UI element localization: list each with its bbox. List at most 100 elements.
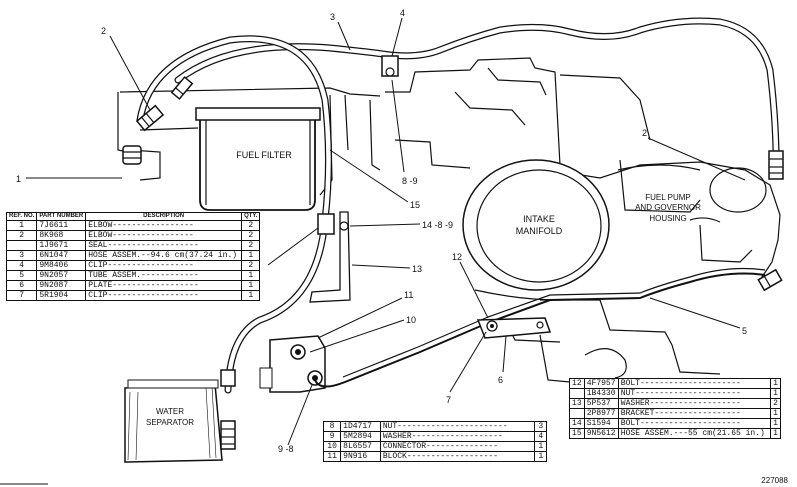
cell-part: 9N2087 xyxy=(36,280,87,291)
fuel-pump-label-line3: HOUSING xyxy=(649,214,686,223)
clips xyxy=(317,55,399,235)
callout-10: 10 xyxy=(406,315,416,325)
callout-1: 1 xyxy=(16,174,21,184)
cell-ref: 1 xyxy=(5,220,38,231)
fuel-block-assembly xyxy=(259,335,326,393)
cell-part: 8K968 xyxy=(36,230,87,241)
cell-ref: 12 xyxy=(569,378,585,389)
callout-8-9-top: 8 -9 xyxy=(402,176,418,186)
callout-3: 3 xyxy=(330,12,335,22)
cell-desc: CONNECTOR--------------- xyxy=(379,441,536,452)
cell-qty: 2 xyxy=(241,220,261,231)
cell-part: 1J9671 xyxy=(36,240,87,251)
cell-qty: 2 xyxy=(770,398,781,409)
cell-qty: 2 xyxy=(241,260,261,271)
cell-part: 5M2894 xyxy=(340,431,381,442)
cell-ref: 5 xyxy=(5,270,38,281)
cell-part: 4F7957 xyxy=(583,378,619,389)
cell-desc: SEAL------------------- xyxy=(85,240,243,251)
header-desc: DESCRIPTION xyxy=(85,212,243,221)
cell-ref xyxy=(569,408,585,419)
header-qty: QTY. xyxy=(241,212,261,221)
cell-desc: HOSE ASSEM.---55 cm(21.65 in.) xyxy=(617,428,772,439)
cell-desc: BOLT--------------------- xyxy=(617,378,772,389)
cell-qty: 4 xyxy=(534,431,547,442)
intake-label-line1: INTAKE xyxy=(523,214,555,224)
cell-qty: 1 xyxy=(241,290,261,301)
cell-qty: 1 xyxy=(241,250,261,261)
cell-part: 9N5612 xyxy=(583,428,619,439)
cell-desc: BLOCK------------------- xyxy=(379,451,536,462)
engine-block-outline xyxy=(117,57,781,383)
callout-15: 15 xyxy=(410,200,420,210)
cell-ref: 6 xyxy=(5,280,38,291)
cell-ref: 15 xyxy=(569,428,585,439)
cell-part: 8L6557 xyxy=(340,441,381,452)
cell-qty: 1 xyxy=(241,270,261,281)
cell-qty: 1 xyxy=(770,388,781,399)
cell-ref: 9 xyxy=(322,431,342,442)
cell-ref: 4 xyxy=(5,260,38,271)
callout-2-right: 2 xyxy=(642,128,647,138)
cell-qty: 1 xyxy=(770,428,781,439)
cell-qty: 2 xyxy=(241,230,261,241)
cell-ref: 14 xyxy=(569,418,585,429)
intake-manifold: INTAKE MANIFOLD xyxy=(462,159,610,291)
cell-ref: 11 xyxy=(322,451,342,462)
cell-part: 2P8977 xyxy=(583,408,619,419)
hose-assembly-15 xyxy=(136,35,332,394)
header-ref: REF. NO. xyxy=(5,212,38,221)
cell-desc: NUT---------------------- xyxy=(617,388,772,399)
cell-qty: 1 xyxy=(241,280,261,291)
cell-desc: ELBOW----------------- xyxy=(85,230,243,241)
table-header-row: REF. NO. PART NUMBER DESCRIPTION QTY. xyxy=(5,212,261,221)
cell-ref xyxy=(569,388,585,399)
fuel-pump-housing: FUEL PUMP AND GOVERNOR HOUSING xyxy=(617,164,767,223)
callout-2-left: 2 xyxy=(101,26,106,36)
cell-part: 9N2057 xyxy=(36,270,87,281)
cell-desc: TUBE ASSEM.------------ xyxy=(85,270,243,281)
hose-assembly-3 xyxy=(174,17,780,154)
header-part: PART NUMBER xyxy=(36,212,87,221)
cell-desc: WASHER------------------- xyxy=(379,431,536,442)
cell-qty: 3 xyxy=(534,421,547,432)
cell-desc: WASHER------------------- xyxy=(617,398,772,409)
cell-desc: BOLT--------------------- xyxy=(617,418,772,429)
cell-ref: 2 xyxy=(5,230,38,241)
cell-desc: HOSE ASSEM.--94.6 cm(37.24 in.) xyxy=(85,250,243,261)
cell-part: 5P537 xyxy=(583,398,619,409)
fuel-filter: FUEL FILTER xyxy=(129,107,321,211)
cell-ref xyxy=(5,240,38,251)
cell-qty: 1 xyxy=(534,441,547,452)
cell-desc: NUT----------------------- xyxy=(379,421,536,432)
cell-qty: 1 xyxy=(534,451,547,462)
cell-ref: 13 xyxy=(569,398,585,409)
leader-lines xyxy=(26,17,746,446)
callout-4-top: 4 xyxy=(400,8,405,18)
cell-part: 1B4330 xyxy=(583,388,619,399)
cell-desc: BRACKET------------------ xyxy=(617,408,772,419)
callout-5: 5 xyxy=(742,326,747,336)
fuel-pump-label-line2: AND GOVERNOR xyxy=(635,203,701,212)
cell-qty: 1 xyxy=(770,378,781,389)
callout-7: 7 xyxy=(446,395,451,405)
cell-ref: 3 xyxy=(5,250,38,261)
